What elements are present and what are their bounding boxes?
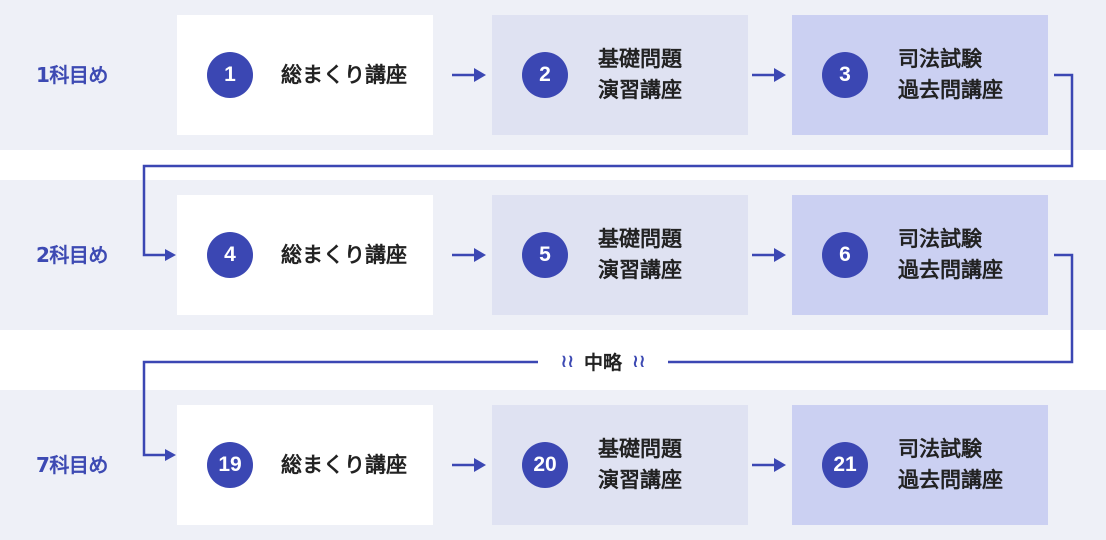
step-6-box: 6 司法試験 過去問講座 <box>792 195 1048 315</box>
wavy-break-right-icon: ≀≀ <box>632 350 646 372</box>
step-19-title: 総まくり講座 <box>281 452 407 477</box>
step-21-title-line2: 過去問講座 <box>898 468 1003 492</box>
omission-label: 中略 <box>583 351 622 374</box>
step-20-number: 20 <box>522 442 568 488</box>
step-2-number: 2 <box>522 52 568 98</box>
arrow-right-icon <box>452 458 486 472</box>
connector-row1-to-row2 <box>142 73 1074 257</box>
step-20-title-line1: 基礎問題 <box>598 437 682 461</box>
row-3-label: 7科目め <box>36 453 108 477</box>
step-4-box: 4 総まくり講座 <box>177 195 433 315</box>
step-5-title-line1: 基礎問題 <box>598 227 682 251</box>
step-21-title-line1: 司法試験 <box>898 437 982 461</box>
arrow-right-icon <box>452 248 486 262</box>
step-3-title-line1: 司法試験 <box>898 47 982 71</box>
arrow-right-icon <box>752 68 786 82</box>
omission-marker: ≀≀ 中略 ≀≀ <box>538 346 668 376</box>
step-2-title-line2: 演習講座 <box>598 78 682 102</box>
step-21-box: 21 司法試験 過去問講座 <box>792 405 1048 525</box>
step-6-title-line1: 司法試験 <box>898 227 982 251</box>
row-1-label: 1科目め <box>36 63 108 87</box>
step-5-number: 5 <box>522 232 568 278</box>
step-20-title-line2: 演習講座 <box>598 468 682 492</box>
step-6-title-line2: 過去問講座 <box>898 258 1003 282</box>
connector-row3-arrowhead <box>165 449 176 461</box>
step-3-box: 3 司法試験 過去問講座 <box>792 15 1048 135</box>
arrow-right-icon <box>452 68 486 82</box>
row-2-label: 2科目め <box>36 243 108 267</box>
step-5-title-line2: 演習講座 <box>598 258 682 282</box>
step-2-box: 2 基礎問題 演習講座 <box>492 15 748 135</box>
arrow-right-icon <box>752 248 786 262</box>
arrow-right-icon <box>752 458 786 472</box>
step-2-title-line1: 基礎問題 <box>598 47 682 71</box>
step-3-title-line2: 過去問講座 <box>898 78 1003 102</box>
step-5-box: 5 基礎問題 演習講座 <box>492 195 748 315</box>
step-19-number: 19 <box>207 442 253 488</box>
step-1-number: 1 <box>207 52 253 98</box>
step-19-box: 19 総まくり講座 <box>177 405 433 525</box>
step-1-title: 総まくり講座 <box>281 62 407 87</box>
wavy-break-left-icon: ≀≀ <box>560 350 574 372</box>
step-21-number: 21 <box>822 442 868 488</box>
step-4-title: 総まくり講座 <box>281 242 407 267</box>
step-1-box: 1 総まくり講座 <box>177 15 433 135</box>
step-20-box: 20 基礎問題 演習講座 <box>492 405 748 525</box>
step-3-number: 3 <box>822 52 868 98</box>
step-4-number: 4 <box>207 232 253 278</box>
connector-row2-arrowhead <box>165 249 176 261</box>
step-6-number: 6 <box>822 232 868 278</box>
